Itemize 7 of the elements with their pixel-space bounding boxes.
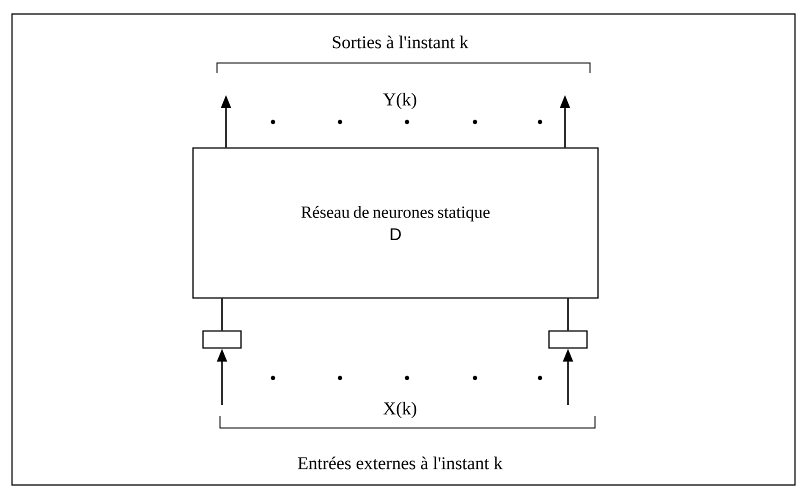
delay-box bbox=[202, 330, 242, 349]
signal-label: Y(k) bbox=[383, 92, 416, 110]
delay-box bbox=[548, 330, 588, 349]
signal-label: X(k) bbox=[383, 402, 416, 418]
caption-text: Sorties à l'instant k bbox=[332, 36, 468, 48]
caption-text: Entrées externes à l'instant k bbox=[298, 456, 503, 470]
network-box: Réseau de neurones statique D bbox=[192, 147, 599, 299]
